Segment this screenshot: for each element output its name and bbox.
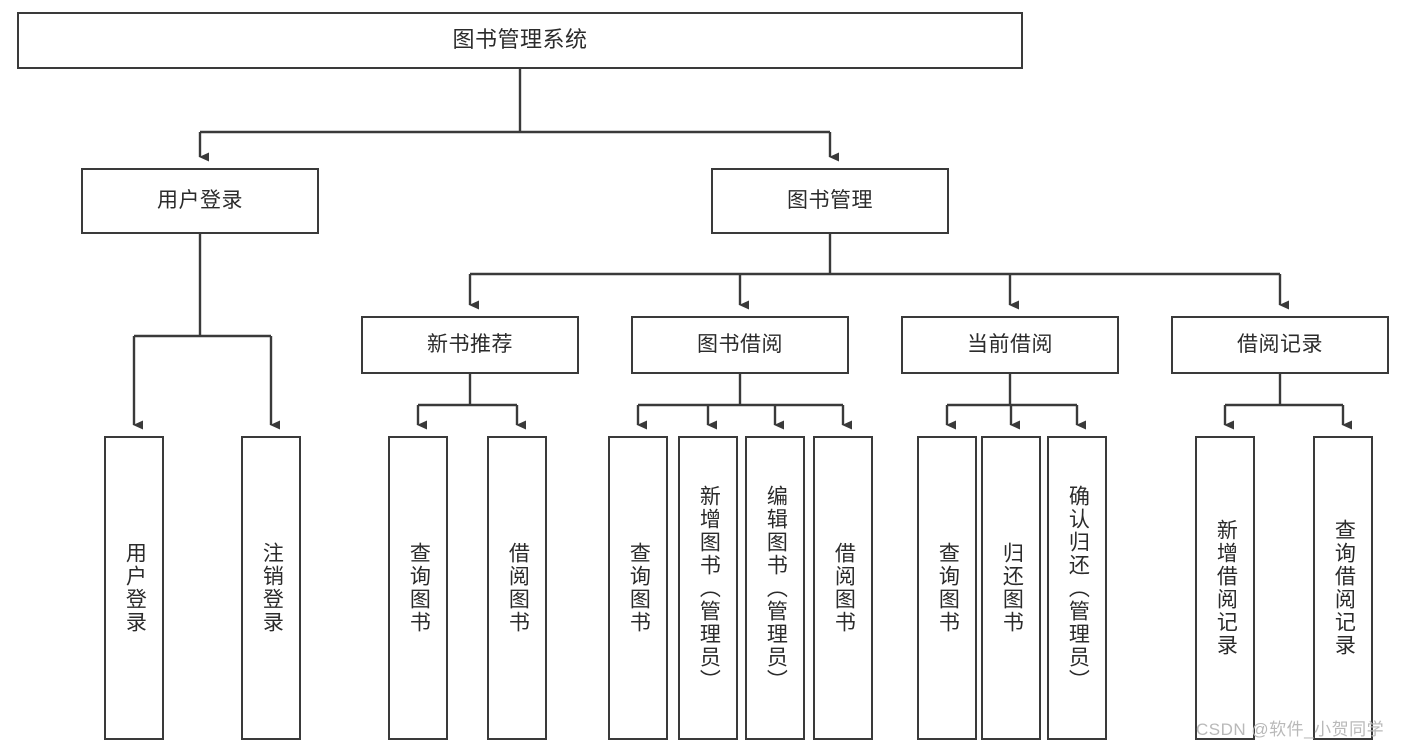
node-leaf-add-book[interactable]: 新增图书（管理员） — [678, 436, 738, 740]
node-label: 查询图书 — [936, 542, 960, 634]
node-leaf-edit-book[interactable]: 编辑图书（管理员） — [745, 436, 805, 740]
node-leaf-logout[interactable]: 注销登录 — [241, 436, 301, 740]
node-label: 确认归还（管理员） — [1066, 484, 1090, 692]
node-label: 查询图书 — [627, 542, 651, 634]
node-leaf-add-record[interactable]: 新增借阅记录 — [1195, 436, 1255, 740]
node-label: 注销登录 — [260, 542, 284, 634]
node-label: 借阅记录 — [1237, 333, 1323, 357]
node-label: 当前借阅 — [967, 333, 1053, 357]
node-new-book-recommend[interactable]: 新书推荐 — [361, 316, 579, 374]
node-book-borrow[interactable]: 图书借阅 — [631, 316, 849, 374]
node-leaf-query-book-3[interactable]: 查询图书 — [917, 436, 977, 740]
node-label: 新增借阅记录 — [1214, 519, 1238, 657]
node-label: 用户登录 — [157, 189, 243, 213]
csdn-watermark: CSDN @软件_小贺同学 — [1196, 720, 1385, 739]
node-leaf-user-login[interactable]: 用户登录 — [104, 436, 164, 740]
node-label: 新增图书（管理员） — [697, 484, 721, 692]
node-label: 归还图书 — [1000, 542, 1024, 634]
node-label: 借阅图书 — [506, 542, 530, 634]
node-label: 查询借阅记录 — [1332, 519, 1356, 657]
node-user-login[interactable]: 用户登录 — [81, 168, 319, 234]
node-leaf-borrow-book-2[interactable]: 借阅图书 — [813, 436, 873, 740]
node-book-manage[interactable]: 图书管理 — [711, 168, 949, 234]
node-label: 借阅图书 — [832, 542, 856, 634]
node-label: 图书管理系统 — [452, 27, 588, 53]
node-borrow-record[interactable]: 借阅记录 — [1171, 316, 1389, 374]
node-current-borrow[interactable]: 当前借阅 — [901, 316, 1119, 374]
node-leaf-return-book[interactable]: 归还图书 — [981, 436, 1041, 740]
node-label: 查询图书 — [407, 542, 431, 634]
node-label: 图书借阅 — [697, 333, 783, 357]
node-leaf-query-book-1[interactable]: 查询图书 — [388, 436, 448, 740]
node-leaf-query-book-2[interactable]: 查询图书 — [608, 436, 668, 740]
node-leaf-query-record[interactable]: 查询借阅记录 — [1313, 436, 1373, 740]
node-label: 新书推荐 — [427, 333, 513, 357]
node-leaf-borrow-book-1[interactable]: 借阅图书 — [487, 436, 547, 740]
node-label: 图书管理 — [787, 189, 873, 213]
node-root[interactable]: 图书管理系统 — [17, 12, 1023, 69]
node-label: 编辑图书（管理员） — [764, 484, 788, 692]
node-leaf-confirm-return[interactable]: 确认归还（管理员） — [1047, 436, 1107, 740]
node-label: 用户登录 — [123, 542, 147, 634]
